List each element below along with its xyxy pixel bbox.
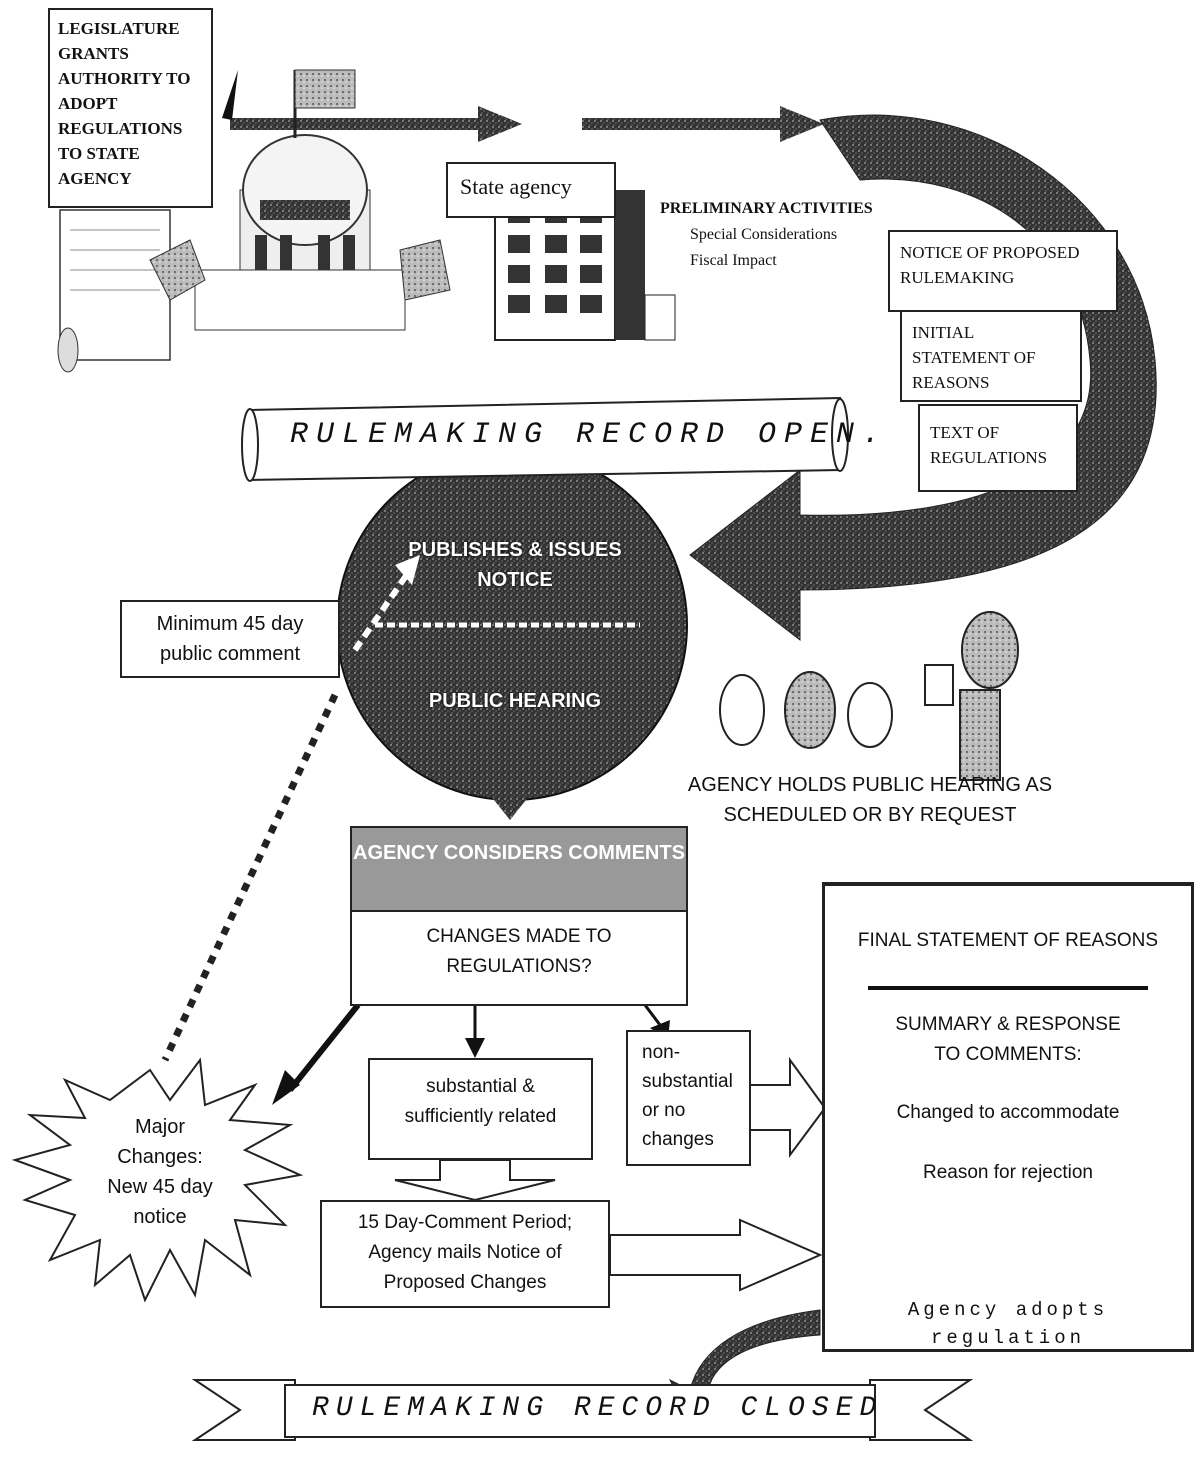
hollow-arrow-right-2: [609, 1218, 823, 1292]
final-summary: SUMMARY & RESPONSE TO COMMENTS:: [895, 1014, 1121, 1065]
banner-closed-text: RULEMAKING RECORD CLOSED: [312, 1393, 884, 1424]
circle-bottom-label: PUBLIC HEARING: [428, 690, 602, 712]
preliminary-activities: PRELIMINARY ACTIVITIES Special Considera…: [660, 196, 880, 274]
hearing-caption: AGENCY HOLDS PUBLIC HEARING AS SCHEDULED…: [687, 774, 1053, 826]
state-agency-label: State agency: [460, 174, 572, 199]
legislature-box: LEGISLATURE GRANTS AUTHORITY TO ADOPT RE…: [48, 8, 213, 208]
final-item-rejection: Reason for rejection: [922, 1162, 1094, 1183]
nonsubstantial-box: non-substantial or no changes: [626, 1030, 751, 1166]
state-agency-box: State agency: [446, 162, 616, 218]
minimum-comment-box: Minimum 45 day public comment: [120, 600, 340, 678]
banner-closed-ribbon: [191, 1379, 974, 1441]
final-adopts: Agency adopts regulation: [907, 1299, 1109, 1349]
capitol-building-icon: [57, 69, 451, 373]
top-arrow-1: [230, 106, 522, 142]
preliminary-item-fiscal: Fiscal Impact: [690, 252, 777, 269]
initial-statement-doc: INITIAL STATEMENT OF REASONS: [900, 310, 1082, 402]
substantial-box: substantial & sufficiently related: [368, 1058, 593, 1160]
legislature-text: LEGISLATURE GRANTS AUTHORITY TO ADOPT RE…: [58, 19, 191, 188]
notice-of-proposed-rulemaking-doc: NOTICE OF PROPOSED RULEMAKING: [888, 230, 1118, 312]
hollow-arrow-right-1: [749, 1056, 827, 1159]
final-title: FINAL STATEMENT OF REASONS: [857, 930, 1159, 951]
starburst-shape: [11, 1057, 304, 1303]
text-of-regulations-doc: TEXT OF REGULATIONS: [918, 404, 1078, 492]
fifteen-day-box: 15 Day-Comment Period; Agency mails Noti…: [320, 1200, 610, 1308]
final-statement-box: FINAL STATEMENT OF REASONS SUMMARY & RES…: [822, 882, 1194, 1352]
preliminary-item-special: Special Considerations: [690, 226, 838, 243]
final-divider: [868, 986, 1148, 990]
hollow-arrow-down: [394, 1159, 556, 1202]
considers-header: AGENCY CONSIDERS COMMENTS: [352, 828, 686, 912]
considers-question: CHANGES MADE TO REGULATIONS?: [426, 926, 612, 977]
preliminary-title: PRELIMINARY ACTIVITIES: [660, 200, 873, 217]
circle-top-label: PUBLISHES & ISSUES NOTICE: [408, 539, 622, 591]
banner-open-scroll: [241, 396, 849, 482]
audience-icon: [719, 611, 1019, 781]
final-item-accommodate: Changed to accommodate: [896, 1102, 1120, 1123]
major-changes-text: Major Changes: New 45 day notice: [107, 1116, 213, 1228]
down-arrow-circle: [482, 765, 538, 820]
considers-box: AGENCY CONSIDERS COMMENTS CHANGES MADE T…: [350, 826, 688, 1006]
legislature-pointer: [222, 70, 238, 120]
banner-open-text: RULEMAKING RECORD OPEN.: [290, 418, 889, 452]
top-arrow-2: [582, 106, 824, 142]
dotted-path: [161, 693, 339, 1062]
